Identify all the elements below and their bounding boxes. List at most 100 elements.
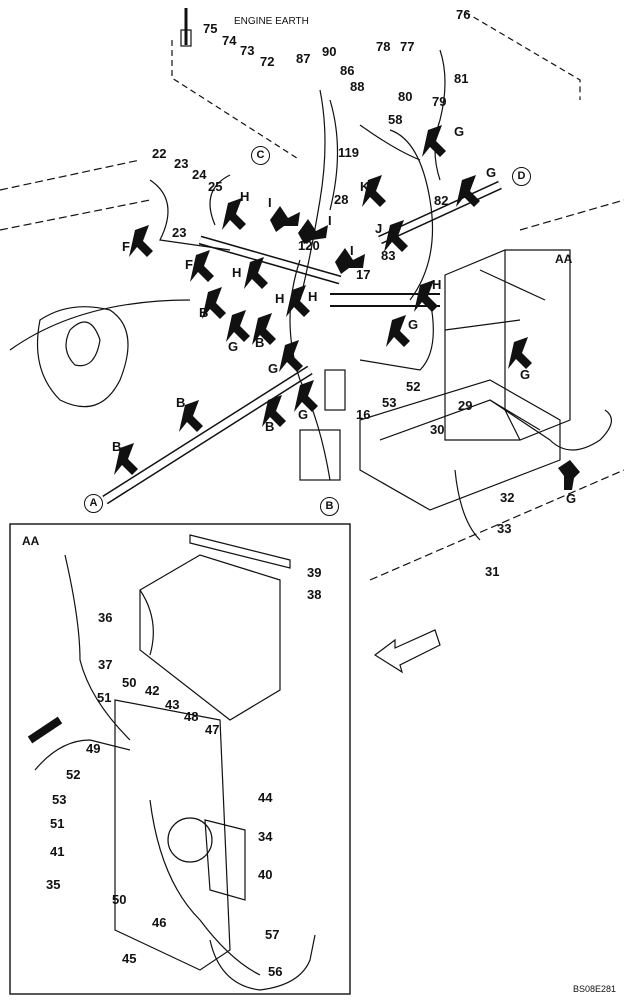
arrow-letter-b4: B bbox=[265, 419, 275, 434]
arrow-letter-g5: G bbox=[298, 407, 309, 422]
arrow-letter-i3: I bbox=[350, 243, 354, 258]
inset-round-relay bbox=[167, 817, 213, 863]
arrow-letter-g7: G bbox=[520, 367, 531, 382]
arrow-h1 bbox=[222, 198, 246, 230]
inset-part-43: 43 bbox=[165, 697, 180, 712]
arrow-letter-i1: I bbox=[268, 195, 272, 210]
arrow-letter-h5: H bbox=[308, 289, 318, 304]
arrow-letter-b2: B bbox=[255, 335, 265, 350]
arrow-g8 bbox=[558, 460, 580, 490]
arrow-b2 bbox=[252, 313, 276, 345]
arrow-i2 bbox=[270, 206, 300, 232]
arrow-h4 bbox=[414, 280, 438, 312]
inset-pipe-left bbox=[27, 716, 63, 744]
part-28: 28 bbox=[334, 192, 349, 207]
arrow-g2 bbox=[422, 125, 446, 157]
earth-lug bbox=[180, 29, 192, 47]
cable-c bbox=[209, 174, 231, 226]
cable-58 bbox=[359, 124, 421, 161]
inset-label-aa-box: AA bbox=[22, 534, 40, 548]
inset-part-45: 45 bbox=[122, 951, 137, 966]
inset-part-51b: 51 bbox=[50, 816, 65, 831]
cable-79 bbox=[434, 49, 446, 181]
arrow-letter-g6: G bbox=[408, 317, 419, 332]
direction-arrow bbox=[373, 629, 441, 674]
arrow-letter-b3: B bbox=[176, 395, 186, 410]
part-29: 29 bbox=[458, 398, 473, 413]
connector-b: B bbox=[320, 497, 339, 516]
cable-g-right bbox=[489, 399, 612, 451]
inset-cover-strip bbox=[189, 534, 291, 569]
body-edge bbox=[9, 299, 191, 351]
inset-part-47: 47 bbox=[205, 722, 220, 737]
inset-part-50a: 50 bbox=[122, 675, 137, 690]
arrow-h3 bbox=[286, 285, 310, 317]
arrow-g5 bbox=[386, 315, 410, 347]
arrow-letter-b5: B bbox=[112, 439, 122, 454]
pipe-d-inner bbox=[378, 182, 502, 243]
arrow-j bbox=[384, 220, 408, 252]
cable-82 bbox=[389, 129, 434, 301]
arrow-group bbox=[114, 125, 580, 490]
inset-part-56: 56 bbox=[268, 964, 283, 979]
part-73: 73 bbox=[240, 43, 255, 58]
inset-part-51a: 51 bbox=[97, 690, 112, 705]
part-23a: 23 bbox=[174, 156, 189, 171]
dashed-frame-bottom bbox=[369, 469, 624, 581]
arrow-letter-f1: F bbox=[122, 239, 130, 254]
inset-part-39: 39 bbox=[307, 565, 322, 580]
arrow-b5 bbox=[114, 443, 138, 475]
arrow-letter-i2: I bbox=[328, 213, 332, 228]
arrow-g6 bbox=[294, 380, 318, 412]
inset-cover bbox=[139, 554, 281, 721]
relay-block bbox=[324, 369, 346, 411]
part-16: 16 bbox=[356, 407, 371, 422]
inset-part-36: 36 bbox=[98, 610, 113, 625]
battery-slot bbox=[479, 269, 546, 301]
arrow-i1 bbox=[298, 219, 328, 244]
inset-part-34: 34 bbox=[258, 829, 273, 844]
inset-bracket bbox=[114, 699, 231, 971]
inset-part-46: 46 bbox=[152, 915, 167, 930]
inset-cover-fold bbox=[139, 589, 154, 656]
inset-part-52: 52 bbox=[66, 767, 81, 782]
arrow-b4 bbox=[262, 395, 286, 427]
pipe-upper-inner bbox=[199, 237, 341, 283]
battery-cover-edge bbox=[504, 250, 521, 441]
arrow-letter-g8: G bbox=[566, 491, 577, 506]
arrow-f bbox=[190, 250, 214, 282]
inset-part-42: 42 bbox=[145, 683, 160, 698]
cable-119 bbox=[299, 89, 326, 301]
inset-part-49: 49 bbox=[86, 741, 101, 756]
part-78: 78 bbox=[376, 39, 391, 54]
part-88: 88 bbox=[350, 79, 365, 94]
connector-a: A bbox=[84, 494, 103, 513]
part-83: 83 bbox=[381, 248, 396, 263]
connector-d: D bbox=[512, 167, 531, 186]
inset-cable-top bbox=[64, 554, 131, 741]
part-24: 24 bbox=[192, 167, 207, 182]
arrow-i3 bbox=[335, 248, 365, 274]
inset-part-35: 35 bbox=[46, 877, 61, 892]
inset-part-37: 37 bbox=[98, 657, 113, 672]
inset-cable-left bbox=[34, 739, 131, 771]
arrow-g1 bbox=[456, 175, 480, 207]
part-77: 77 bbox=[400, 39, 415, 54]
part-58: 58 bbox=[388, 112, 403, 127]
arrow-letter-h4: H bbox=[432, 277, 442, 292]
drawing-code: BS08E281 bbox=[572, 984, 616, 994]
inset-relay-plate bbox=[204, 819, 246, 901]
arrow-letter-j: J bbox=[375, 221, 383, 236]
battery-tray bbox=[359, 379, 561, 511]
dashed-frame-right bbox=[464, 11, 581, 100]
part-119: 119 bbox=[338, 145, 359, 160]
arrow-letter-g2: G bbox=[486, 165, 497, 180]
engine-earth-label: ENGINE EARTH bbox=[234, 16, 309, 27]
part-23b: 23 bbox=[172, 225, 187, 240]
part-32: 32 bbox=[500, 490, 515, 505]
arrow-b1 bbox=[202, 287, 226, 319]
inset-cable-bottom bbox=[209, 934, 316, 991]
dashed-frame-a bbox=[0, 159, 141, 191]
inset-part-41: 41 bbox=[50, 844, 65, 859]
